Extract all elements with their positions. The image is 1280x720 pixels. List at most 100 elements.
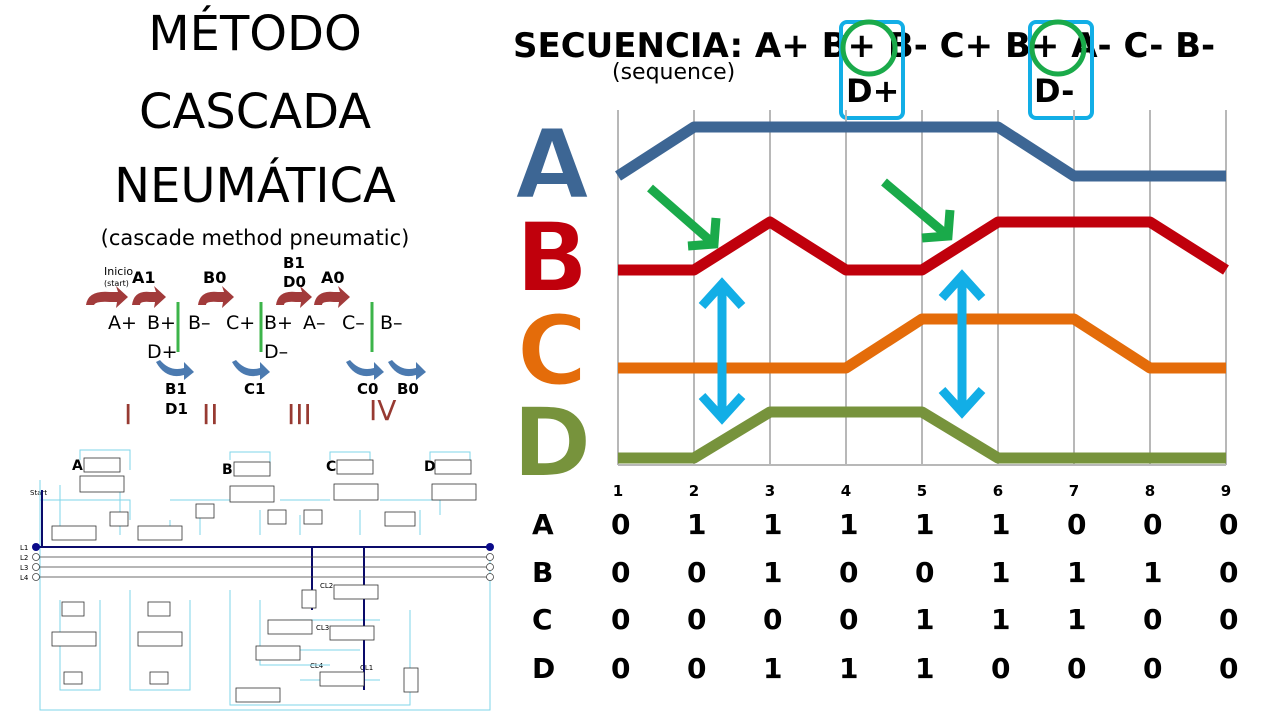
cascade-under-step: D+ <box>147 341 178 363</box>
table-cell: 0 <box>1143 652 1163 685</box>
circuit-relay-label: CL1 <box>360 664 373 672</box>
table-cell: 0 <box>915 556 935 589</box>
table-cell: 0 <box>839 556 859 589</box>
blue-arrow-1-head-top <box>698 277 746 310</box>
table-cell: 1 <box>839 652 859 685</box>
circuit-cylinder-label: A <box>72 458 83 474</box>
step-label: 3 <box>765 482 775 500</box>
cascade-bottom-label: C1 <box>244 380 265 398</box>
cascade-blue-arrow <box>388 360 426 380</box>
cascade-bottom-label: B1 <box>165 380 187 398</box>
table-row-label: D <box>532 652 556 685</box>
table-cell: 0 <box>1219 652 1239 685</box>
highlight-circle-2 <box>1029 19 1087 77</box>
cascade-red-arrow <box>198 286 234 308</box>
cascade-step: B– <box>380 312 403 334</box>
cascade-red-arrow <box>276 286 312 308</box>
circuit-start-label: Start <box>30 489 47 497</box>
state-line-a <box>615 121 1226 182</box>
circuit-cylinder-label: B <box>222 462 233 478</box>
cascade-top-label: Inicio <box>104 265 133 278</box>
title-line-2: CASCADA <box>138 84 372 140</box>
cascade-under-step: D– <box>264 341 288 363</box>
cascade-red-arrow <box>132 286 166 308</box>
table-cell: 1 <box>1067 556 1087 589</box>
table-cell: 1 <box>1067 603 1087 636</box>
table-cell: 1 <box>915 652 935 685</box>
cascade-red-arrow <box>86 286 128 308</box>
state-line-d <box>618 406 1226 464</box>
table-cell: 0 <box>687 652 707 685</box>
cascade-step: B– <box>188 312 211 334</box>
cascade-step: B+ <box>264 312 293 334</box>
blue-arrow-1-head-bottom <box>698 392 746 425</box>
step-label: 1 <box>613 482 623 500</box>
table-cell: 0 <box>1067 652 1087 685</box>
cylinder-letter-b: B <box>515 202 588 314</box>
circuit-schematic: Start L1 L2 L3 L4 CL2 CL3 CL4 CL1 A B C … <box>20 449 494 711</box>
cascade-group: IV <box>369 394 396 427</box>
highlight-circle-1 <box>840 19 898 77</box>
table-cell: 0 <box>763 603 783 636</box>
table-cell: 0 <box>1219 603 1239 636</box>
table-row-label: A <box>532 508 554 541</box>
cascade-group: III <box>287 398 312 431</box>
cascade-blue-arrow <box>156 360 194 380</box>
watermark <box>985 676 990 695</box>
cascade-group: II <box>202 398 219 431</box>
step-label: 4 <box>841 482 851 500</box>
circuit-cylinder-label: D <box>424 459 436 475</box>
table-cell: 1 <box>915 603 935 636</box>
table-row-label: C <box>532 603 553 636</box>
title-line-1: MÉTODO <box>148 6 362 62</box>
blue-arrow-2-head-top <box>938 269 986 302</box>
sequence-label: SECUENCIA: A+ B+ B- C+ B+ A- C- B- <box>513 26 1216 66</box>
cascade-blue-arrow <box>232 360 270 380</box>
table-cell: 0 <box>611 603 631 636</box>
cascade-step: C+ <box>226 312 255 334</box>
blue-arrow-2-head-bottom <box>938 386 986 419</box>
table-cell: 1 <box>763 652 783 685</box>
cascade-step: C– <box>342 312 365 334</box>
table-cell: 0 <box>611 556 631 589</box>
cylinder-letter-a: A <box>515 109 589 221</box>
table-cell: 1 <box>991 556 1011 589</box>
table-cell: 0 <box>611 508 631 541</box>
step-label: 2 <box>689 482 699 500</box>
circuit-relay-label: CL2 <box>320 582 333 590</box>
green-arrow-1-head <box>687 217 721 251</box>
cascade-blue-arrow <box>346 360 384 380</box>
cascade-top-sub: (start) <box>104 279 129 288</box>
table-cell: 0 <box>1219 556 1239 589</box>
cascade-step: A+ <box>108 312 137 334</box>
cascade-bottom-label: B0 <box>397 380 419 398</box>
cascade-top-label: A0 <box>321 268 345 287</box>
circuit-line-label: L3 <box>20 564 28 572</box>
cascade-top-label: B0 <box>203 268 226 287</box>
step-label: 6 <box>993 482 1003 500</box>
table-cell: 0 <box>1143 603 1163 636</box>
title-line-3: NEUMÁTICA <box>114 158 396 214</box>
step-label: 5 <box>917 482 927 500</box>
table-cell: 0 <box>687 603 707 636</box>
circuit-line-label: L1 <box>20 544 28 552</box>
title-subtitle: (cascade method pneumatic) <box>100 226 410 250</box>
circuit-relay-label: CL3 <box>316 624 329 632</box>
cascade-bottom-label: C0 <box>357 380 378 398</box>
cascade-bottom-sub: D1 <box>165 400 188 418</box>
table-cell: 1 <box>763 508 783 541</box>
cylinder-letter-d: D <box>512 387 592 499</box>
green-arrow-2-head <box>921 209 955 243</box>
table-cell: 1 <box>991 508 1011 541</box>
table-cell: 1 <box>839 508 859 541</box>
cascade-red-arrow <box>314 286 350 308</box>
circuit-line-label: L2 <box>20 554 28 562</box>
circuit-relay-label: CL4 <box>310 662 324 670</box>
cylinder-letter-c: C <box>517 295 587 407</box>
cascade-top-label: A1 <box>132 268 156 287</box>
table-cell: 1 <box>915 508 935 541</box>
table-cell: 0 <box>991 652 1011 685</box>
table-cell: 0 <box>1219 508 1239 541</box>
